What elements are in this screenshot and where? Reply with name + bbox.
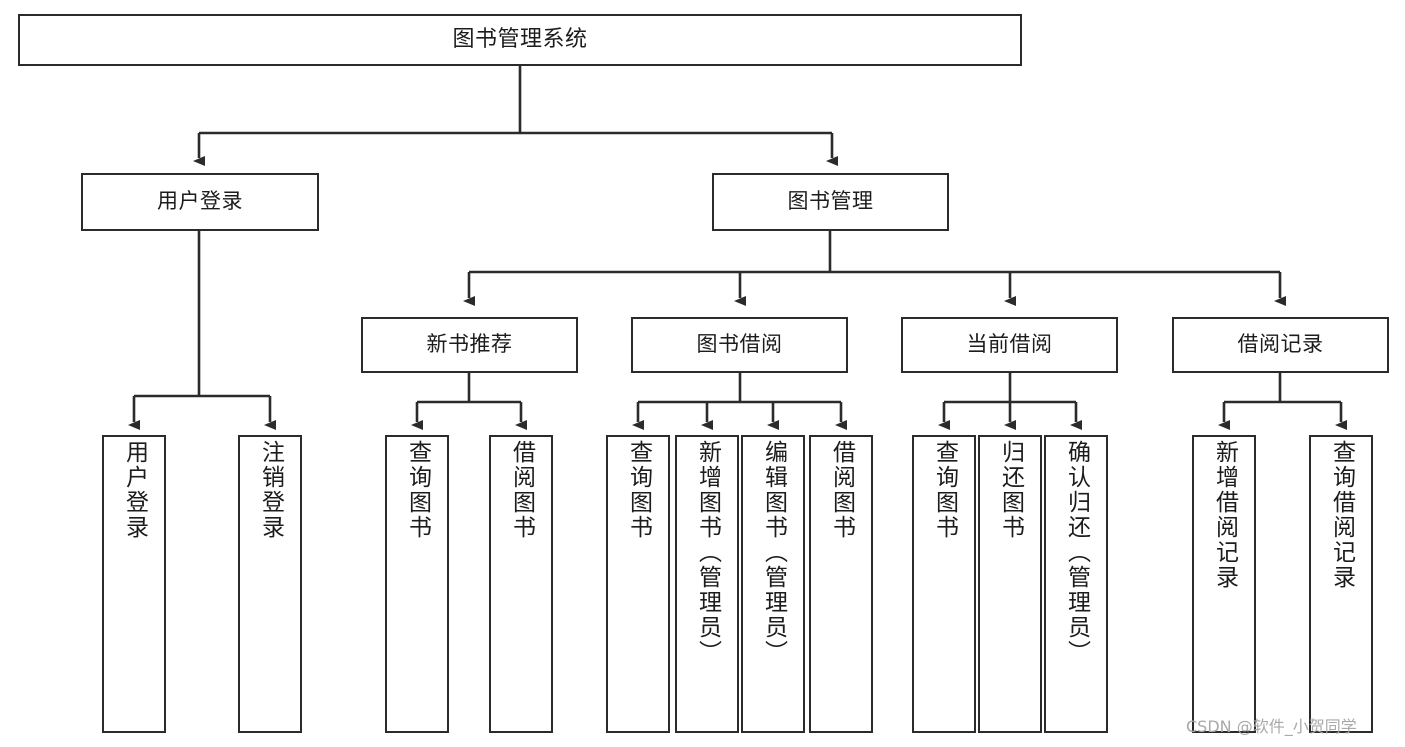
leaf-user-login-login[interactable]: 用户登录 — [102, 435, 166, 733]
node-label: 查询图书 — [404, 440, 431, 540]
node-root-system[interactable]: 图书管理系统 — [18, 14, 1022, 66]
leaf-current-query-book[interactable]: 查询图书 — [912, 435, 976, 733]
node-label: 当前借阅 — [966, 332, 1053, 357]
leaf-record-add-record[interactable]: 新增借阅记录 — [1192, 435, 1256, 733]
node-label: 归还图书 — [997, 440, 1024, 540]
leaf-current-confirm-return-admin[interactable]: 确认归还（管理员） — [1044, 435, 1108, 733]
leaf-borrow-borrow-book[interactable]: 借阅图书 — [809, 435, 873, 733]
node-label: 新增图书（管理员） — [694, 440, 721, 665]
node-label: 查询借阅记录 — [1328, 440, 1355, 590]
node-label: 图书管理 — [787, 189, 874, 214]
leaf-borrow-query-book[interactable]: 查询图书 — [606, 435, 670, 733]
node-label: 图书借阅 — [696, 332, 783, 357]
node-label: 注销登录 — [257, 440, 284, 540]
node-book-borrow[interactable]: 图书借阅 — [631, 317, 848, 373]
leaf-borrow-edit-book-admin[interactable]: 编辑图书（管理员） — [741, 435, 805, 733]
leaf-recommend-query-book[interactable]: 查询图书 — [385, 435, 449, 733]
leaf-user-login-logout[interactable]: 注销登录 — [238, 435, 302, 733]
leaf-current-return-book[interactable]: 归还图书 — [978, 435, 1042, 733]
node-label: 新书推荐 — [426, 332, 513, 357]
leaf-recommend-borrow-book[interactable]: 借阅图书 — [489, 435, 553, 733]
leaf-borrow-add-book-admin[interactable]: 新增图书（管理员） — [675, 435, 739, 733]
node-label: 用户登录 — [121, 440, 148, 540]
node-current-borrow[interactable]: 当前借阅 — [901, 317, 1118, 373]
node-borrow-record[interactable]: 借阅记录 — [1172, 317, 1389, 373]
node-label: 新增借阅记录 — [1211, 440, 1238, 590]
node-label: 确认归还（管理员） — [1063, 440, 1090, 665]
node-label: 借阅图书 — [828, 440, 855, 540]
node-label: 查询图书 — [931, 440, 958, 540]
node-label: 用户登录 — [157, 189, 243, 214]
node-label: 查询图书 — [625, 440, 652, 540]
node-label: 图书管理系统 — [452, 26, 588, 52]
node-new-book-recommend[interactable]: 新书推荐 — [361, 317, 578, 373]
node-label: 借阅记录 — [1237, 332, 1324, 357]
node-book-management[interactable]: 图书管理 — [712, 173, 949, 231]
node-user-login[interactable]: 用户登录 — [81, 173, 319, 231]
node-label: 编辑图书（管理员） — [760, 440, 787, 665]
node-label: 借阅图书 — [508, 440, 535, 540]
leaf-record-query-record[interactable]: 查询借阅记录 — [1309, 435, 1373, 733]
